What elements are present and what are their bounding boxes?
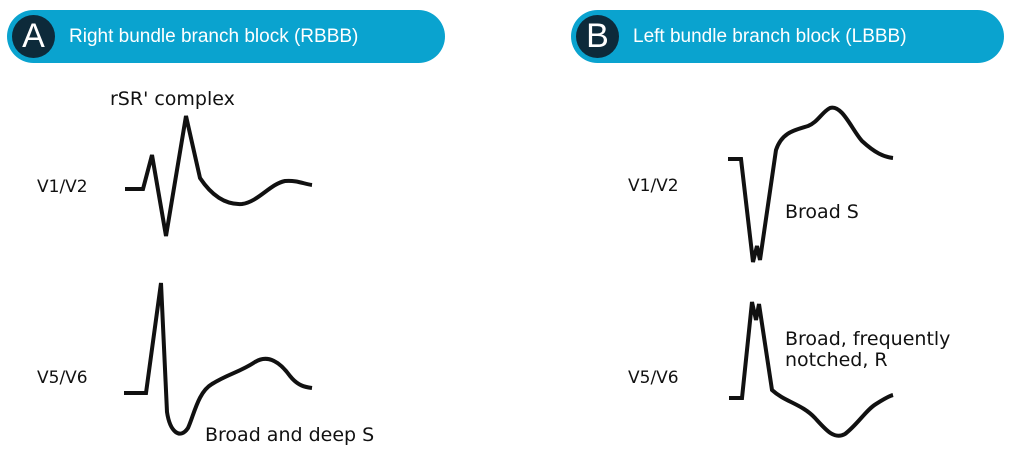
rsr-complex-label: rSR' complex [110, 88, 235, 110]
panel-b-header: B Left bundle branch block (LBBB) [571, 10, 1004, 63]
panel-a-badge: A [12, 15, 55, 58]
lbbb-v1v2-waveform [728, 105, 894, 263]
lbbb-lead-v5v6: V5/V6 [628, 368, 679, 388]
rbbb-lead-v5v6: V5/V6 [37, 368, 88, 388]
lbbb-v5v6-waveform [729, 301, 894, 438]
panel-b-title: Left bundle branch block (LBBB) [633, 26, 907, 47]
panel-a-header: A Right bundle branch block (RBBB) [7, 10, 445, 63]
rbbb-v5v6-waveform [124, 282, 313, 436]
rbbb-v1v2-waveform [125, 115, 313, 237]
broad-notched-r-label-2: notched, R [785, 349, 888, 371]
panel-b-badge: B [576, 15, 619, 58]
broad-deep-s-label: Broad and deep S [205, 424, 375, 446]
lbbb-lead-v1v2: V1/V2 [628, 176, 679, 196]
rbbb-lead-v1v2: V1/V2 [37, 177, 88, 197]
broad-notched-r-label-1: Broad, frequently [785, 328, 951, 350]
broad-s-label: Broad S [785, 201, 859, 223]
panel-a-title: Right bundle branch block (RBBB) [69, 26, 359, 47]
